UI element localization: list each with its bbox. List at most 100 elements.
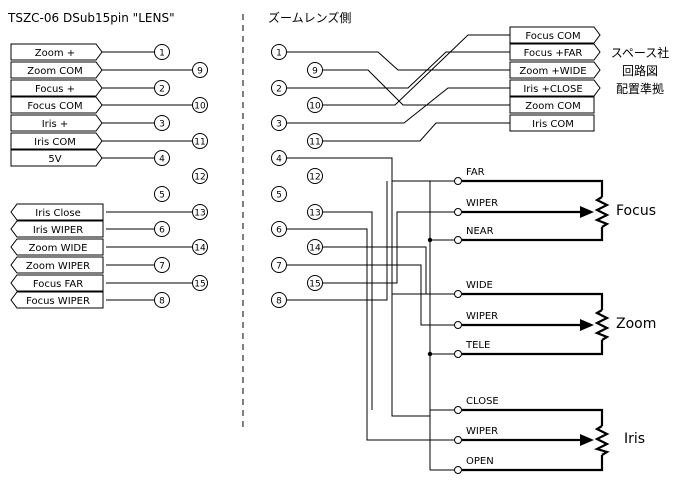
right-out-box-6: Iris COM [509, 114, 595, 132]
svg-text:13: 13 [194, 209, 205, 219]
left-pin-8: 8 [154, 292, 170, 308]
left-in-box-2: Iris WIPER [10, 220, 104, 238]
right-pin-12: 12 [307, 168, 323, 184]
right-pin-3: 3 [271, 115, 287, 131]
svg-text:12: 12 [309, 173, 320, 183]
left-connector-title: TSZC-06 DSub15pin "LENS" [7, 11, 175, 25]
svg-text:Zoom COM: Zoom COM [27, 66, 83, 77]
svg-text:2: 2 [159, 85, 165, 95]
svg-text:7: 7 [276, 262, 282, 272]
svg-text:12: 12 [194, 173, 205, 183]
right-out-box-3: Zoom +WIDE [509, 61, 601, 79]
right-out-box-4: Iris +CLOSE [509, 79, 601, 97]
iris-wiper-label: WIPER [466, 426, 498, 437]
svg-text:Focus +FAR: Focus +FAR [524, 48, 583, 59]
side-note-line-1: スペース社 [611, 45, 670, 60]
zoom-pot-name: Zoom [616, 316, 656, 332]
svg-text:5V: 5V [48, 154, 61, 165]
left-pin-1: 1 [154, 44, 170, 60]
svg-text:14: 14 [194, 244, 206, 254]
left-pin-9: 9 [192, 62, 208, 78]
focus-potentiometer: FAR WIPER NEAR Focus [454, 167, 656, 244]
left-pin-14: 14 [192, 239, 208, 255]
zoom-tele-label: TELE [465, 340, 490, 351]
svg-text:15: 15 [309, 280, 320, 290]
svg-text:Iris Close: Iris Close [35, 208, 80, 219]
svg-text:Zoom WIPER: Zoom WIPER [26, 261, 90, 272]
zoom-wiper-label: WIPER [466, 311, 498, 322]
svg-text:1: 1 [276, 49, 282, 59]
svg-text:9: 9 [197, 67, 203, 77]
left-out-box-1: Zoom + [10, 43, 103, 61]
svg-text:9: 9 [312, 67, 318, 77]
svg-text:Focus COM: Focus COM [27, 101, 82, 112]
right-pin-6: 6 [271, 221, 287, 237]
svg-text:10: 10 [194, 102, 206, 112]
iris-pot-name: Iris [624, 431, 645, 447]
svg-text:Iris COM: Iris COM [532, 119, 574, 130]
svg-text:4: 4 [276, 155, 282, 165]
svg-text:Focus +: Focus + [35, 84, 75, 95]
iris-close-label: CLOSE [466, 396, 499, 407]
right-pin-2: 2 [271, 80, 287, 96]
left-pin-13: 13 [192, 204, 208, 220]
left-pin-2: 2 [154, 80, 170, 96]
zoom-potentiometer: WIDE WIPER TELE Zoom [454, 280, 656, 358]
zoom-wide-label: WIDE [466, 280, 493, 291]
left-wires [100, 51, 193, 301]
right-pin-10: 10 [307, 97, 323, 113]
right-pin-14: 14 [307, 239, 323, 255]
left-in-box-5: Focus FAR [10, 274, 104, 292]
right-pin-7: 7 [271, 257, 287, 273]
left-pin-11: 11 [192, 133, 208, 149]
svg-text:8: 8 [159, 297, 165, 307]
left-pin-15: 15 [192, 275, 208, 291]
right-out-box-1: Focus COM [509, 26, 601, 44]
right-pin-5: 5 [271, 186, 287, 202]
svg-text:Iris +CLOSE: Iris +CLOSE [523, 84, 582, 95]
svg-text:11: 11 [194, 138, 205, 148]
svg-text:6: 6 [159, 226, 165, 236]
svg-text:Iris +: Iris + [42, 119, 69, 130]
left-out-box-4: Focus COM [10, 96, 103, 114]
left-out-box-3: Focus + [10, 79, 103, 97]
right-out-box-2: Focus +FAR [509, 43, 601, 61]
svg-text:1: 1 [159, 49, 165, 59]
left-pin-12: 12 [192, 168, 208, 184]
svg-text:3: 3 [276, 120, 282, 130]
right-pin-1: 1 [271, 44, 287, 60]
focus-wiper-label: WIPER [466, 198, 498, 209]
focus-pot-name: Focus [616, 203, 656, 219]
svg-text:Focus COM: Focus COM [525, 31, 580, 42]
svg-text:Iris WIPER: Iris WIPER [33, 225, 83, 236]
svg-text:6: 6 [276, 226, 282, 236]
focus-far-label: FAR [466, 167, 485, 178]
svg-text:13: 13 [309, 209, 320, 219]
svg-text:3: 3 [159, 120, 165, 130]
right-pin-9: 9 [307, 62, 323, 78]
svg-text:Focus FAR: Focus FAR [33, 279, 83, 290]
svg-text:7: 7 [159, 262, 165, 272]
svg-text:5: 5 [276, 191, 282, 201]
right-pin-4: 4 [271, 150, 287, 166]
svg-text:15: 15 [194, 280, 205, 290]
left-out-box-7: 5V [10, 149, 103, 167]
left-pin-4: 4 [154, 150, 170, 166]
svg-text:Zoom +WIDE: Zoom +WIDE [519, 66, 586, 77]
left-out-box-6: Iris COM [10, 132, 103, 150]
svg-text:8: 8 [276, 297, 282, 307]
left-pin-10: 10 [192, 97, 208, 113]
svg-text:Focus WIPER: Focus WIPER [26, 296, 90, 307]
right-connector-title: ズームレンズ側 [268, 10, 351, 25]
left-out-box-2: Zoom COM [10, 61, 103, 79]
left-pin-5: 5 [154, 186, 170, 202]
left-pin-3: 3 [154, 115, 170, 131]
svg-text:5: 5 [159, 191, 165, 201]
right-pin-8: 8 [271, 292, 287, 308]
iris-open-label: OPEN [466, 456, 494, 467]
focus-near-label: NEAR [466, 226, 494, 237]
left-in-box-1: Iris Close [10, 203, 104, 221]
side-note-line-2: 回路図 [622, 63, 658, 78]
svg-text:Zoom COM: Zoom COM [525, 101, 581, 112]
